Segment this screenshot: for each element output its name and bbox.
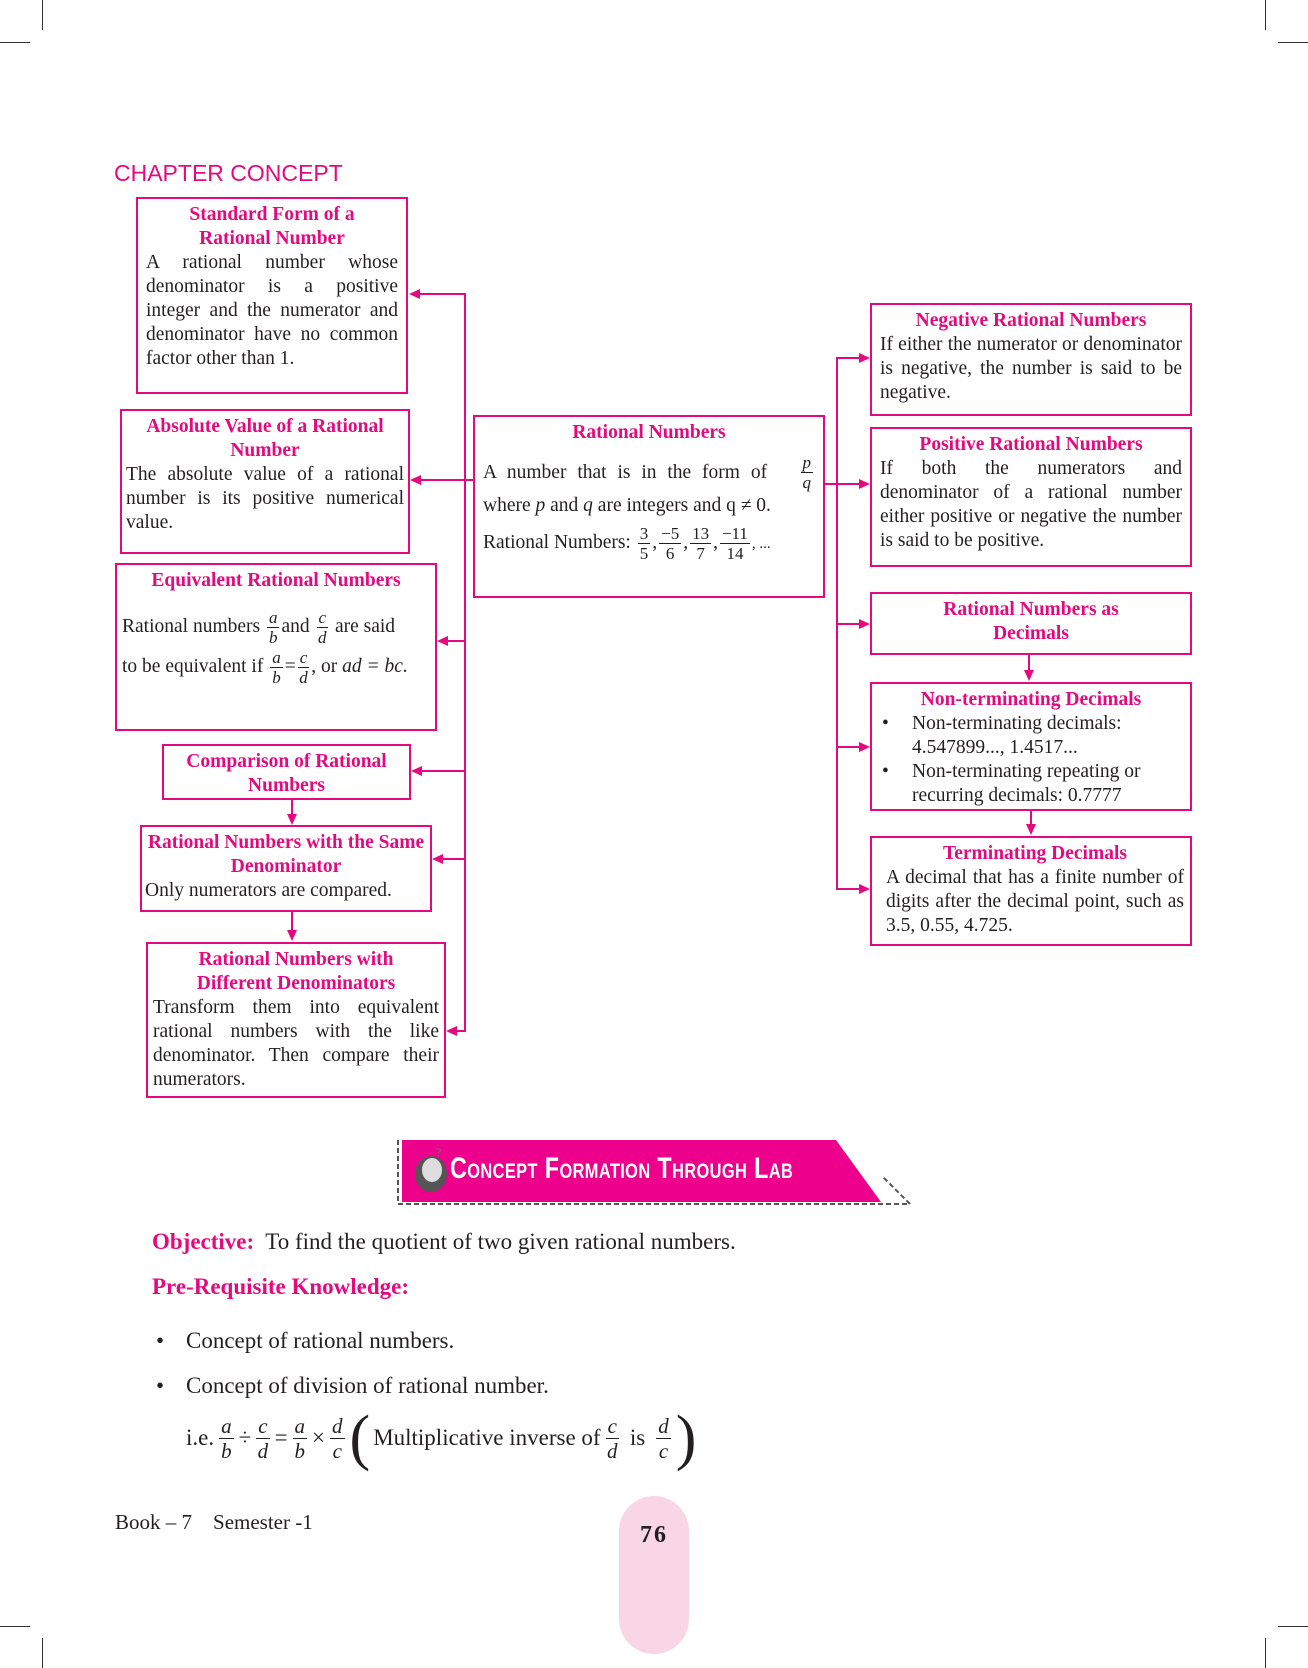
box-title: Rational Number [199, 228, 345, 249]
list-item: Non-terminating repeating or recurring d… [878, 760, 1184, 808]
lab-banner: ? Concept Formation Through Lab [396, 1138, 912, 1206]
page-number-pill: 76 [619, 1496, 689, 1654]
arrow-icon [859, 742, 870, 752]
box-title: Negative Rational Numbers [915, 310, 1147, 331]
box-title: Rational Numbers with Different Denomina… [196, 949, 396, 994]
thinking-mascot-icon: ? [412, 1145, 450, 1196]
arrow-icon [446, 1026, 457, 1036]
arrow-icon [859, 353, 870, 363]
box-title: Comparison of Rational Numbers [186, 751, 387, 796]
box-title: Non-terminating Decimals [920, 689, 1142, 710]
equivalent-box: Equivalent Rational Numbers Rational num… [115, 563, 437, 731]
crop-mark [1265, 1638, 1266, 1668]
rational-numbers-box: Rational Numbers A number that is in the… [473, 415, 825, 598]
arrow-icon [409, 289, 420, 299]
box-body: Only numerators are compared. [145, 880, 392, 901]
arrow-icon [432, 854, 443, 864]
as-decimals-box: Rational Numbers as Decimals [870, 592, 1192, 655]
box-body: A decimal that has a finite number of di… [886, 867, 1184, 936]
box-title: Standard Form of a [189, 204, 355, 225]
arrow-down-icon [1026, 824, 1036, 835]
crop-mark [1278, 1626, 1308, 1627]
chapter-concept-heading: CHAPTER CONCEPT [114, 160, 343, 186]
box-body: A rational number whose denominator is a… [146, 252, 398, 369]
connector-line [464, 479, 474, 481]
crop-mark [42, 0, 43, 30]
non-terminating-box: Non-terminating Decimals Non-terminating… [870, 682, 1192, 811]
box-title: Rational Numbers as [943, 599, 1119, 620]
list-item: Concept of division of rational number. [152, 1363, 549, 1408]
crop-mark [0, 1626, 30, 1627]
box-body: If both the numerators and denominator o… [880, 458, 1182, 551]
arrow-icon [859, 479, 870, 489]
page-number: 76 [640, 1522, 668, 1548]
prereq-heading: Pre-Requisite Knowledge: [152, 1274, 410, 1299]
box-title: Absolute Value of a Rational Number [146, 416, 384, 461]
svg-text:?: ? [436, 1146, 441, 1159]
crop-mark [1265, 0, 1266, 30]
objective: Objective: To find the quotient of two g… [152, 1229, 736, 1254]
arrow-icon [437, 636, 448, 646]
comparison-box: Comparison of Rational Numbers [162, 744, 411, 800]
lab-banner-title: Concept Formation Through Lab [450, 1152, 794, 1185]
box-title: Rational Numbers with the Same Denominat… [147, 832, 425, 877]
different-denominators-box: Rational Numbers with Different Denomina… [146, 942, 446, 1098]
arrow-down-icon [1024, 670, 1034, 681]
connector-line [464, 293, 466, 1032]
crop-mark [42, 1638, 43, 1668]
same-denominator-box: Rational Numbers with the Same Denominat… [140, 825, 432, 912]
standard-form-box: Standard Form of a Rational Number A rati… [136, 197, 408, 394]
box-title: Terminating Decimals [943, 843, 1127, 864]
prereq-list: Concept of rational numbers. Concept of … [152, 1318, 549, 1408]
box-body: Transform them into equivalent rational … [153, 997, 439, 1090]
arrow-icon [859, 884, 870, 894]
box-title: Rational Numbers [572, 422, 726, 443]
list-item: Non-terminating decimals: 4.547899..., 1… [878, 712, 1184, 760]
box-title: Decimals [993, 623, 1069, 644]
arrow-down-icon [287, 814, 297, 825]
positive-box: Positive Rational Numbers If both the nu… [870, 427, 1192, 567]
crop-mark [1278, 42, 1308, 43]
arrow-icon [411, 766, 422, 776]
absolute-value-box: Absolute Value of a Rational Number The … [120, 409, 410, 554]
box-title: Equivalent Rational Numbers [151, 570, 401, 591]
arrow-down-icon [287, 930, 297, 941]
arrow-icon [859, 619, 870, 629]
footer-book: Book – 7 Semester -1 [115, 1510, 313, 1534]
box-title: Positive Rational Numbers [919, 434, 1143, 455]
negative-box: Negative Rational Numbers If either the … [870, 303, 1192, 416]
list-item: Concept of rational numbers. [152, 1318, 549, 1363]
box-body: The absolute value of a rational number … [126, 464, 404, 533]
box-body: If either the numerator or denominator i… [880, 334, 1182, 403]
terminating-box: Terminating Decimals A decimal that has … [870, 836, 1192, 946]
crop-mark [0, 42, 30, 43]
arrow-icon [410, 475, 421, 485]
